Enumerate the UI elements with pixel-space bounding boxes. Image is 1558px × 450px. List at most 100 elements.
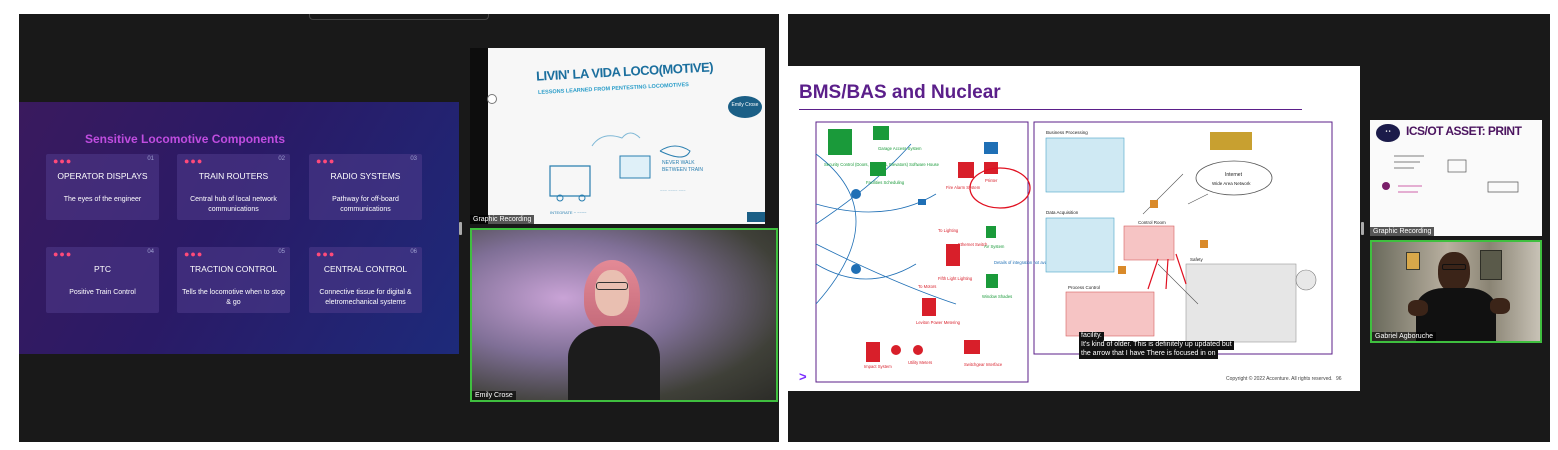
card-title: TRACTION CONTROL [189, 264, 278, 274]
wall-frame [1406, 252, 1420, 270]
component-card: ●●● 05 TRACTION CONTROL Tells the locomo… [177, 247, 290, 313]
splitter-handle[interactable] [459, 222, 462, 235]
svg-text:Impact System: Impact System [864, 364, 892, 369]
svg-text:Details of integration not ava: Details of integration not available [994, 260, 1058, 265]
page-number: 96 [1336, 376, 1342, 382]
dots-icon: ●●● [316, 156, 336, 166]
participant-name: Emily Crose [472, 391, 516, 400]
svg-text:Utility Meters: Utility Meters [908, 360, 932, 365]
svg-text:Control Room: Control Room [1138, 220, 1166, 225]
svg-text:Business Processing: Business Processing [1046, 130, 1088, 135]
svg-text:INTEGRATE ~ ~~~~: INTEGRATE ~ ~~~~ [550, 210, 587, 215]
svg-text:Ethernet Switch: Ethernet Switch [958, 242, 988, 247]
splitter-handle[interactable] [1361, 222, 1364, 235]
card-number: 01 [147, 156, 154, 162]
dots-icon: ●●● [184, 156, 204, 166]
svg-text:Data Acquisition: Data Acquisition [1046, 210, 1079, 215]
glasses-icon [596, 282, 628, 290]
graphic-recording-tile[interactable]: ● ● ICS/OT ASSET: PRINT Graphic Recordin… [1370, 120, 1542, 236]
card-title: PTC [94, 264, 111, 274]
card-title: RADIO SYSTEMS [330, 171, 401, 181]
slide-title: BMS/BAS and Nuclear [799, 82, 1001, 103]
svg-text:Garage Access System: Garage Access System [878, 146, 922, 151]
svg-text:Switchgear Interface: Switchgear Interface [964, 362, 1003, 367]
sketch-illustration [1382, 155, 1519, 193]
svg-text:Internet: Internet [1225, 172, 1243, 178]
svg-text:Fifth Light Lighting: Fifth Light Lighting [938, 276, 973, 281]
svg-text:~~~ ~~~~ ~~~: ~~~ ~~~~ ~~~ [660, 188, 686, 193]
svg-text:Facilities Scheduling: Facilities Scheduling [866, 180, 905, 185]
recording-title: LIVIN' LA VIDA LOCO(MOTIVE) [535, 59, 714, 84]
wall-frame [1480, 250, 1502, 280]
graphic-recording-tile[interactable]: LIVIN' LA VIDA LOCO(MOTIVE) LESSONS LEAR… [470, 48, 765, 224]
speaker-face [1438, 252, 1470, 292]
copyright-text: Copyright © 2022 Accenture. All rights r… [1226, 376, 1333, 382]
recording-title: ICS/OT ASSET: PRINT [1406, 124, 1522, 138]
card-number: 03 [410, 156, 417, 162]
svg-text:Wide Area Network: Wide Area Network [1212, 181, 1251, 186]
card-number: 05 [278, 249, 285, 255]
speaker-shirt [568, 326, 660, 400]
tile-label: Graphic Recording [1370, 227, 1435, 236]
sketch-badge: ● ● [1376, 124, 1400, 142]
card-number: 06 [410, 249, 417, 255]
dots-icon: ●●● [316, 249, 336, 259]
participant-name: Gabriel Agboruche [1372, 332, 1436, 341]
card-title: CENTRAL CONTROL [323, 264, 408, 274]
recording-subtitle: LESSONS LEARNED FROM PENTESTING LOCOMOTI… [537, 82, 690, 96]
speaker-face [595, 270, 629, 316]
card-description: Connective tissue for digital & eletrome… [319, 289, 412, 306]
slide-title: Sensitive Locomotive Components [85, 132, 286, 146]
glasses-icon [1442, 264, 1466, 270]
component-card: ●●● 03 RADIO SYSTEMS Pathway for off-boa… [309, 154, 422, 220]
right-meeting-window: BMS/BAS and Nuclear Security [788, 14, 1550, 442]
card-description: Tells the locomotive when to stop & go [182, 289, 285, 306]
svg-text:AV System: AV System [984, 244, 1005, 249]
left-meeting-window: Sensitive Locomotive Components ●●● 01 O… [19, 14, 779, 442]
shared-slide-locomotive: Sensitive Locomotive Components ●●● 01 O… [19, 102, 459, 354]
svg-text:Fire Alarm System: Fire Alarm System [946, 185, 981, 190]
card-description: Central hub of local network communicati… [190, 196, 277, 213]
component-card: ●●● 01 OPERATOR DISPLAYS The eyes of the… [46, 154, 159, 220]
chevron-logo-icon: > [799, 369, 807, 384]
speaker-video-tile[interactable]: Gabriel Agboruche [1370, 240, 1542, 343]
caption-line: facility. [1079, 332, 1104, 341]
card-number: 02 [278, 156, 285, 162]
speaker-video-tile[interactable]: Emily Crose [470, 228, 778, 402]
tile-label: Graphic Recording [470, 215, 535, 224]
component-card: ●●● 04 PTC Positive Train Control [46, 247, 159, 313]
caption-line: the arrow that I have There is focused i… [1079, 350, 1218, 359]
shared-slide-bms: BMS/BAS and Nuclear Security [788, 66, 1360, 391]
svg-text:NEVER WALK: NEVER WALK [662, 160, 695, 166]
component-card: ●●● 02 TRAIN ROUTERS Central hub of loca… [177, 154, 290, 220]
component-card: ●●● 06 CENTRAL CONTROL Connective tissue… [309, 247, 422, 313]
network-diagram: Security Control (Doors, Cameras, Elevat… [815, 121, 1333, 383]
svg-text:Process Control: Process Control [1068, 285, 1100, 290]
card-title: TRAIN ROUTERS [198, 171, 269, 181]
logo-mark [747, 212, 765, 222]
sketch-illustration: NEVER WALK BETWEEN TRAIN ~~~ ~~~~ ~~~ IN… [549, 132, 703, 215]
svg-text:BETWEEN TRAIN: BETWEEN TRAIN [662, 167, 703, 173]
card-description: Positive Train Control [69, 289, 136, 296]
svg-text:Security Control (Doors, Camer: Security Control (Doors, Cameras, Elevat… [824, 162, 940, 167]
svg-text:Window Shades: Window Shades [982, 294, 1012, 299]
card-title: OPERATOR DISPLAYS [57, 171, 148, 181]
speaker-hand [1408, 300, 1428, 316]
svg-text:To Motors: To Motors [918, 284, 936, 289]
tile-edge [470, 48, 488, 224]
dots-icon: ●●● [184, 249, 204, 259]
dots-icon: ●●● [53, 249, 73, 259]
top-toolbar-edge [309, 14, 489, 20]
speaker-hand [1490, 298, 1510, 314]
card-description: Pathway for off-board communications [332, 196, 399, 213]
svg-text:Printer: Printer [985, 178, 998, 183]
caption-line: It's kind of older. This is definitely u… [1079, 341, 1234, 350]
speaker-bubble: Emily Crose [728, 96, 762, 118]
cursor-icon [487, 94, 497, 104]
svg-text:To Lighting: To Lighting [938, 228, 959, 233]
card-description: The eyes of the engineer [63, 196, 142, 203]
svg-text:Leviton Power Metering: Leviton Power Metering [916, 320, 961, 325]
title-rule [799, 109, 1302, 110]
svg-text:Safety: Safety [1190, 257, 1204, 262]
card-number: 04 [147, 249, 154, 255]
